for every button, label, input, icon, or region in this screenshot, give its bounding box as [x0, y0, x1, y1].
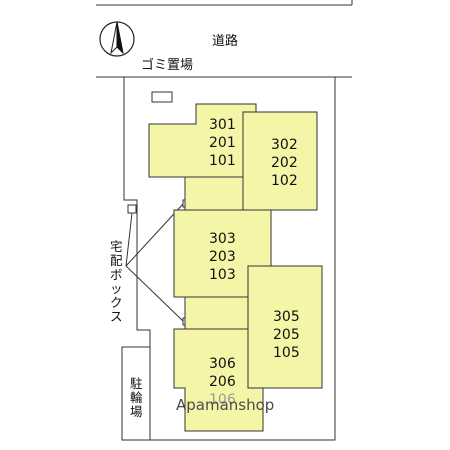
watermark: Apamanshop [176, 396, 275, 414]
unit-number: 303 [209, 231, 236, 247]
unit-number: 105 [273, 345, 300, 361]
unit-number: 106 [209, 392, 236, 408]
building-connector [184, 296, 249, 330]
garbage-station-label: ゴミ置場 [141, 58, 194, 73]
building-connector [184, 176, 244, 211]
building-block-e [173, 328, 264, 432]
lot-boundary [123, 77, 336, 441]
north-arrow-icon [99, 21, 135, 57]
unit-numbers-block-d: 305 205 105 [273, 308, 300, 362]
unit-number: 305 [273, 309, 300, 325]
unit-number: 203 [209, 249, 236, 265]
unit-numbers-block-e: 306 206 106 [209, 355, 236, 409]
bicycle-parking-label: 駐 輪 場 [130, 376, 143, 419]
unit-number: 202 [271, 155, 298, 171]
unit-number: 201 [209, 135, 236, 151]
unit-numbers-block-c: 303 203 103 [209, 230, 236, 284]
unit-number: 101 [209, 153, 236, 169]
unit-number: 206 [209, 374, 236, 390]
building-block-d [247, 265, 323, 389]
leader-line [125, 212, 133, 267]
leader-line [125, 265, 184, 322]
unit-number: 103 [209, 267, 236, 283]
unit-number: 102 [271, 173, 298, 189]
unit-number: 301 [209, 117, 236, 133]
unit-numbers-block-a: 301 201 101 [209, 116, 236, 170]
unit-number: 306 [209, 356, 236, 372]
delivery-box-main [127, 204, 137, 214]
garbage-station [151, 91, 173, 103]
bicycle-parking [121, 346, 151, 441]
road-label: 道路 [212, 34, 239, 49]
delivery-box-label: 宅 配 ボ ッ ク ス [110, 239, 123, 324]
unit-numbers-block-b: 302 202 102 [271, 136, 298, 190]
unit-number: 302 [271, 137, 298, 153]
unit-number: 205 [273, 327, 300, 343]
building-block-b [242, 111, 318, 211]
building-block-a [148, 103, 257, 178]
